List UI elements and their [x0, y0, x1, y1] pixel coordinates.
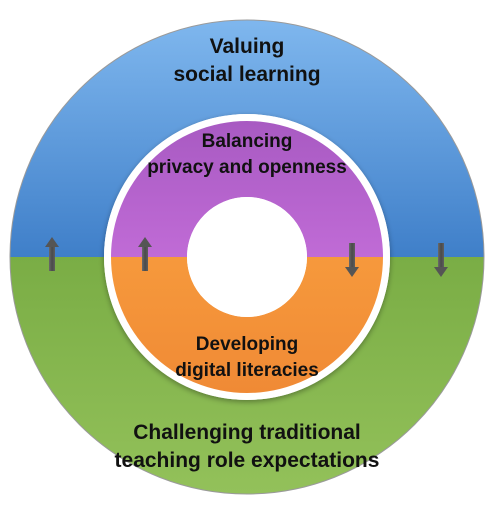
inner-bottom-label-line1: Developing [196, 334, 298, 355]
arrow-down-outer-right [434, 243, 448, 277]
arrow-up-inner-left [138, 237, 152, 271]
outer-top-label-line2: social learning [173, 63, 320, 86]
inner-top-label-line2: privacy and openness [147, 157, 347, 178]
inner-bottom-label-line2: digital literacies [175, 360, 319, 381]
outer-ring-bottom-segment [10, 257, 484, 494]
outer-ring-top-segment [10, 20, 484, 258]
inner-top-label: Balancing privacy and openness [147, 131, 347, 178]
inner-ring-bottom-segment [111, 257, 383, 393]
inner-bottom-label: Developing digital literacies [175, 334, 319, 381]
outer-bottom-label: Challenging traditional teaching role ex… [115, 421, 380, 472]
outer-ring-border [9, 19, 485, 495]
inner-top-label-line1: Balancing [202, 131, 293, 152]
arrow-up-outer-left [45, 237, 59, 271]
inner-ring-top-segment [111, 121, 383, 257]
outer-top-label: Valuing social learning [173, 35, 320, 86]
outer-bottom-label-line2: teaching role expectations [115, 449, 380, 472]
outer-top-label-line1: Valuing [210, 35, 285, 58]
center-hole [187, 197, 307, 317]
arrow-down-inner-right [345, 243, 359, 277]
outer-bottom-label-line1: Challenging traditional [133, 421, 361, 444]
